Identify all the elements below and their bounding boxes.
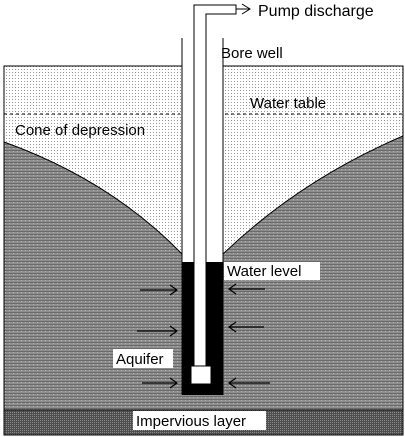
aquifer-label-bg xyxy=(113,349,173,368)
inflow-arrow-icon xyxy=(142,377,179,389)
cone-of-depression-label: Cone of depression xyxy=(15,122,145,139)
water-level-label: Water level xyxy=(227,263,301,280)
pump-discharge-label: Pump discharge xyxy=(258,3,374,20)
inflow-arrow-icon xyxy=(227,321,264,333)
aquifer-label: Aquifer xyxy=(116,351,164,368)
water-level-label-bg xyxy=(224,262,320,280)
impervious-layer-label-bg xyxy=(133,411,266,430)
water-table-label: Water table xyxy=(250,95,326,112)
pump-body xyxy=(190,365,212,385)
inflow-arrow-icon xyxy=(140,284,179,296)
inflow-arrow-icon xyxy=(227,283,265,295)
impervious-layer-label: Impervious layer xyxy=(136,413,246,430)
inflow-arrow-icon xyxy=(137,325,179,337)
discharge-arrow-icon xyxy=(236,3,251,15)
bore-well-label: Bore well xyxy=(221,45,283,62)
inflow-arrow-icon xyxy=(227,377,270,389)
